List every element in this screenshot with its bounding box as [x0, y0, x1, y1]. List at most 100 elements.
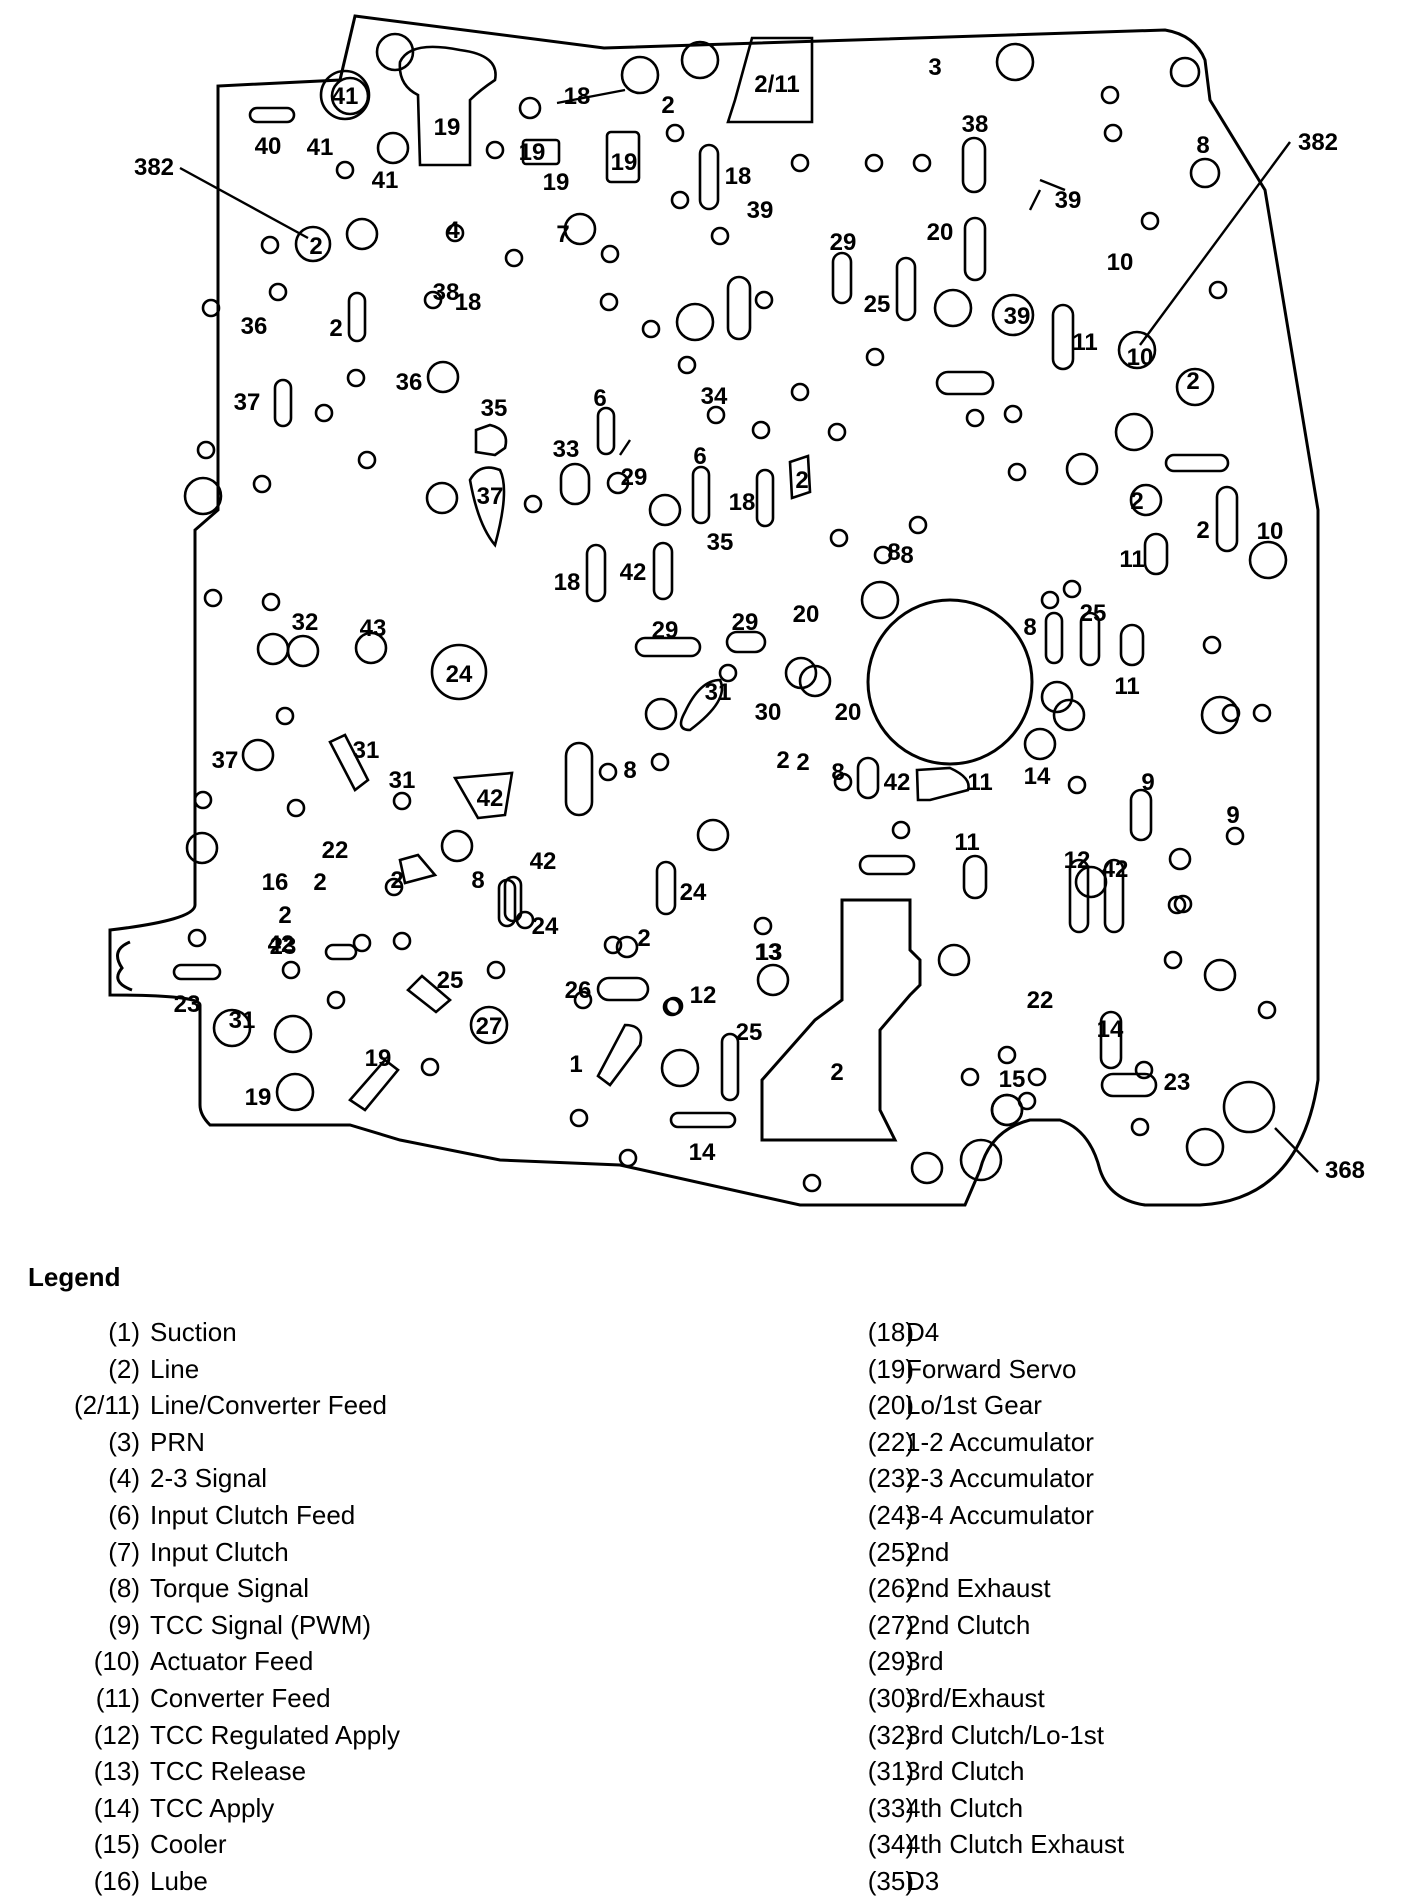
hole: [1169, 56, 1201, 88]
legend-label: Input Clutch Feed: [150, 1499, 356, 1530]
passage-label: 6: [593, 385, 606, 412]
hole: [185, 831, 219, 865]
hole: [790, 153, 810, 173]
passage-label: 37: [212, 747, 239, 774]
passage-label: 38: [433, 279, 460, 306]
slot: [596, 976, 650, 1002]
passage-label: 31: [353, 737, 380, 764]
slot: [655, 860, 677, 916]
hole: [1252, 703, 1272, 723]
passage-label: 8: [623, 757, 636, 784]
hole: [1225, 826, 1245, 846]
hole: [196, 440, 216, 460]
legend-label: Converter Feed: [150, 1682, 331, 1713]
hole: [802, 1173, 822, 1193]
hole: [1200, 695, 1240, 735]
passage-label: 8: [471, 867, 484, 894]
legend-label: Line: [150, 1353, 200, 1384]
hole: [680, 40, 720, 80]
slot: [1044, 611, 1064, 665]
legend-label: Input Clutch: [150, 1536, 289, 1567]
passage-label: 15: [999, 1066, 1026, 1093]
slot: [1129, 788, 1153, 842]
passage-label: 11: [1114, 673, 1139, 700]
hole: [751, 420, 771, 440]
passage-11: [915, 766, 970, 802]
hole: [615, 935, 639, 959]
passage-label: 14: [689, 1139, 716, 1166]
hole: [445, 223, 465, 243]
slot: [1099, 1010, 1123, 1070]
legend-label: 2-3 Signal: [150, 1463, 268, 1494]
legend-label: D3: [906, 1865, 940, 1896]
hole: [275, 1072, 315, 1112]
passage-label: 10: [1127, 344, 1154, 371]
slot: [961, 136, 987, 194]
hole: [1222, 1080, 1276, 1134]
label-ring: [212, 1008, 252, 1048]
hole: [650, 752, 670, 772]
hole: [314, 403, 334, 423]
passage-label: 2: [795, 467, 808, 494]
passage-label: 19: [611, 149, 638, 176]
hole: [891, 820, 911, 840]
slot: [1215, 485, 1239, 553]
slot: [1164, 453, 1230, 473]
passage-19: [398, 45, 497, 167]
passage-label: 4: [446, 217, 460, 244]
passage-label: 22: [1027, 987, 1054, 1014]
passage-label: 13: [755, 939, 782, 966]
passage-label: 29: [621, 464, 648, 491]
hole: [644, 697, 678, 731]
hole: [1040, 590, 1060, 610]
hole: [648, 493, 682, 527]
hole: [600, 244, 620, 264]
passage-label: 25: [437, 967, 464, 994]
legend-number: (1): [108, 1317, 140, 1347]
passage-label: 3: [928, 54, 941, 81]
hole: [860, 580, 900, 620]
passage-label: 35: [481, 395, 508, 422]
legend-number: (16): [93, 1865, 140, 1896]
passage-42: [452, 771, 514, 820]
slots: [172, 36, 1239, 1129]
hole: [908, 515, 928, 535]
passage-label: 19: [519, 139, 546, 166]
passage-label: 25: [1080, 600, 1107, 627]
hole: [1103, 123, 1123, 143]
legend-number: (3): [108, 1426, 140, 1457]
passage-label: 42: [620, 559, 647, 586]
legend-number: (25): [867, 1536, 914, 1567]
slot: [669, 1111, 737, 1129]
slot: [248, 106, 296, 124]
legend-number: (2): [108, 1353, 140, 1384]
hole: [1129, 483, 1163, 517]
hole: [485, 140, 505, 160]
legend-label: TCC Apply: [150, 1792, 275, 1823]
passage-label: 2: [1130, 488, 1143, 515]
passage-label: 18: [455, 289, 482, 316]
legend-number: (10): [93, 1646, 140, 1677]
slot: [273, 378, 293, 428]
hole: [352, 933, 372, 953]
legend-label: 3rd/Exhaust: [906, 1682, 1045, 1713]
hole: [873, 545, 893, 565]
legend-label: Lo/1st Gear: [906, 1390, 1042, 1421]
hole: [335, 160, 355, 180]
passage-label: 2: [796, 749, 809, 776]
passage-label: 2: [776, 747, 789, 774]
legend-label: 2nd Exhaust: [906, 1573, 1051, 1604]
hole: [1130, 1117, 1150, 1137]
hole: [203, 588, 223, 608]
passage-label: 9: [1141, 769, 1154, 796]
passage-label: 11: [954, 829, 979, 856]
passage-label: 2: [1186, 368, 1199, 395]
passage-label: 8: [1196, 132, 1209, 159]
passage-label: 19: [543, 169, 570, 196]
hole: [515, 910, 535, 930]
hole: [375, 32, 415, 72]
hole: [345, 217, 379, 251]
label-ring: [469, 1005, 509, 1045]
